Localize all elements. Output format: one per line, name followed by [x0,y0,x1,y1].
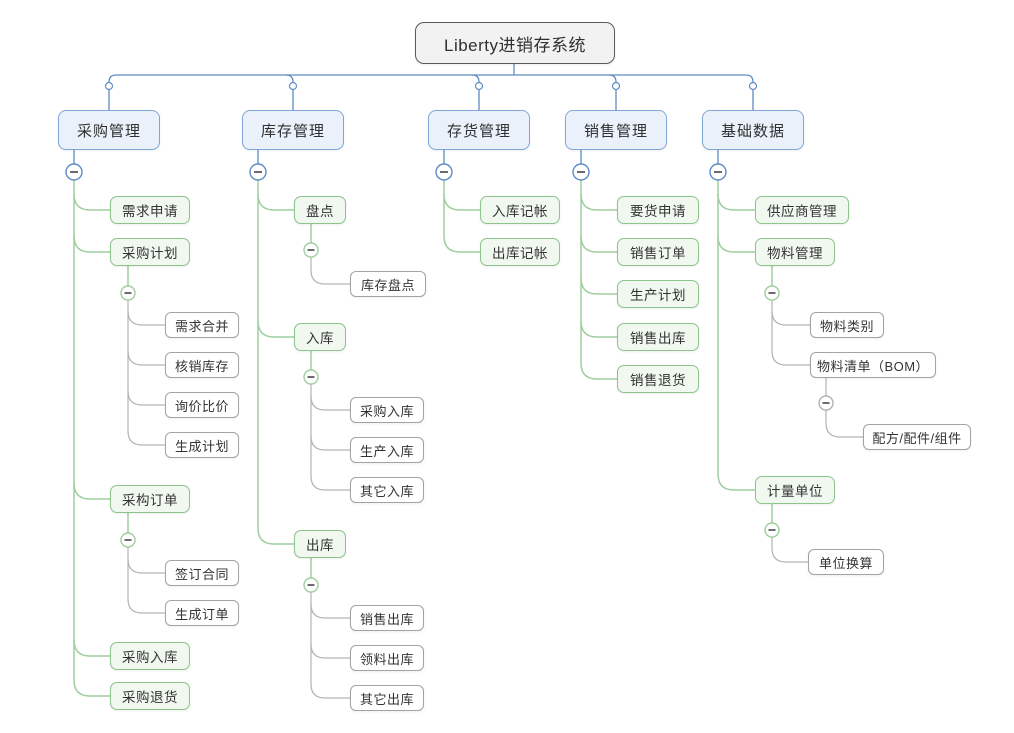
node-generate-order[interactable]: 生成订单 [165,600,239,626]
node-demand-merge[interactable]: 需求合并 [165,312,239,338]
node-inquiry-compare[interactable]: 询价比价 [165,392,239,418]
node-material-category[interactable]: 物料类别 [810,312,884,338]
node-sales-outbound-sub[interactable]: 销售出库 [350,605,424,631]
root-node[interactable]: Liberty进销存系统 [415,22,615,64]
node-base-data[interactable]: 基础数据 [702,110,804,150]
collapse-toggle[interactable] [120,532,136,548]
node-unit-conversion[interactable]: 单位换算 [808,549,884,575]
collapse-toggle[interactable] [764,285,780,301]
node-production-inbound[interactable]: 生产入库 [350,437,424,463]
node-sign-contract[interactable]: 签订合同 [165,560,239,586]
node-purchase-management[interactable]: 采购管理 [58,110,160,150]
node-formula-parts[interactable]: 配方/配件/组件 [863,424,971,450]
node-sales-management[interactable]: 销售管理 [565,110,667,150]
collapse-toggle[interactable] [435,163,453,181]
node-purchase-inbound-sub[interactable]: 采购入库 [350,397,424,423]
collapse-toggle[interactable] [120,285,136,301]
node-measure-unit[interactable]: 计量单位 [755,476,835,504]
collapse-toggle[interactable] [709,163,727,181]
branch-anchor-dot [288,81,298,91]
node-other-inbound[interactable]: 其它入库 [350,477,424,503]
node-material-bom[interactable]: 物料清单（BOM） [810,352,936,378]
node-outbound[interactable]: 出库 [294,530,346,558]
node-sales-outbound[interactable]: 销售出库 [617,323,699,351]
node-purchase-order[interactable]: 采构订单 [110,485,190,513]
node-production-plan[interactable]: 生产计划 [617,280,699,308]
collapse-toggle[interactable] [303,242,319,258]
node-inventory-stocktake[interactable]: 库存盘点 [350,271,426,297]
node-inbound[interactable]: 入库 [294,323,346,351]
node-inbound-accounting[interactable]: 入库记帐 [480,196,560,224]
node-stock-management[interactable]: 存货管理 [428,110,530,150]
node-generate-plan[interactable]: 生成计划 [165,432,239,458]
node-demand-request[interactable]: 需求申请 [110,196,190,224]
branch-anchor-dot [474,81,484,91]
node-other-outbound[interactable]: 其它出库 [350,685,424,711]
collapse-toggle[interactable] [818,395,834,411]
node-supplier-management[interactable]: 供应商管理 [755,196,849,224]
root-bus-connector [73,64,758,164]
level2-connectors [73,180,773,697]
node-purchase-return[interactable]: 采购退货 [110,682,190,710]
collapse-toggle[interactable] [303,369,319,385]
level3-connectors [127,257,863,699]
collapse-toggle[interactable] [249,163,267,181]
node-purchase-inbound[interactable]: 采购入库 [110,642,190,670]
node-writeoff-stock[interactable]: 核销库存 [165,352,239,378]
collapse-toggle[interactable] [65,163,83,181]
node-sales-return[interactable]: 销售退货 [617,365,699,393]
branch-anchor-dot [104,81,114,91]
collapse-toggle[interactable] [572,163,590,181]
node-stocktake[interactable]: 盘点 [294,196,346,224]
branch-anchor-dot [611,81,621,91]
node-sales-order[interactable]: 销售订单 [617,238,699,266]
node-goods-request[interactable]: 要货申请 [617,196,699,224]
node-outbound-accounting[interactable]: 出库记帐 [480,238,560,266]
node-purchase-plan[interactable]: 采购计划 [110,238,190,266]
branch-anchor-dot [748,81,758,91]
collapse-toggle[interactable] [303,577,319,593]
node-material-management[interactable]: 物料管理 [755,238,835,266]
collapse-toggle[interactable] [764,522,780,538]
node-picking-outbound[interactable]: 领料出库 [350,645,424,671]
node-inventory-management[interactable]: 库存管理 [242,110,344,150]
